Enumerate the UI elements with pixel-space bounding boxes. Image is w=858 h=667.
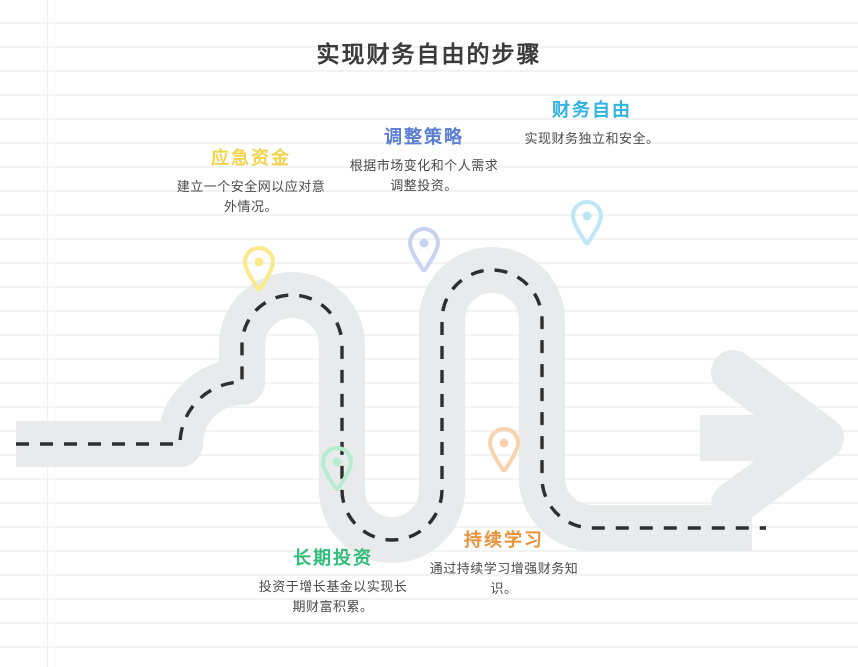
map-pin-icon-continuous-learning: [487, 426, 521, 475]
step-title-adjust-strategy: 调整策略: [384, 127, 464, 148]
step-label-adjust-strategy: 调整策略根据市场变化和个人需求调整投资。: [348, 127, 500, 197]
paper-margin-line-secondary: [55, 0, 56, 667]
step-label-emergency-fund: 应急资金建立一个安全网以应对意外情况。: [175, 148, 327, 218]
road-surface-path: [16, 247, 752, 563]
map-pin-icon-financial-freedom: [570, 199, 604, 248]
step-description-continuous-learning: 通过持续学习增强财务知识。: [429, 561, 579, 597]
paper-margin-line: [47, 0, 48, 667]
step-title-long-term-investing: 长期投资: [293, 548, 373, 569]
map-pin-icon-emergency-fund: [242, 245, 276, 294]
step-label-continuous-learning: 持续学习通过持续学习增强财务知识。: [428, 530, 580, 600]
map-pin-icon-adjust-strategy: [407, 226, 441, 275]
step-title-emergency-fund: 应急资金: [211, 148, 291, 169]
step-title-continuous-learning: 持续学习: [464, 530, 544, 551]
road-center-dash-line: [16, 268, 766, 542]
step-label-financial-freedom: 财务自由实现财务独立和安全。: [516, 100, 668, 150]
forward-arrow-icon: [711, 350, 844, 526]
step-description-financial-freedom: 实现财务独立和安全。: [524, 131, 660, 147]
page-title: 实现财务自由的步骤: [316, 41, 542, 69]
step-label-long-term-investing: 长期投资投资于增长基金以实现长期财富积累。: [257, 548, 409, 618]
step-description-long-term-investing: 投资于增长基金以实现长期财富积累。: [258, 579, 408, 615]
step-description-adjust-strategy: 根据市场变化和个人需求调整投资。: [349, 158, 499, 194]
map-pin-icon-long-term-investing: [320, 445, 354, 494]
step-description-emergency-fund: 建立一个安全网以应对意外情况。: [176, 179, 326, 215]
step-title-financial-freedom: 财务自由: [552, 100, 632, 121]
